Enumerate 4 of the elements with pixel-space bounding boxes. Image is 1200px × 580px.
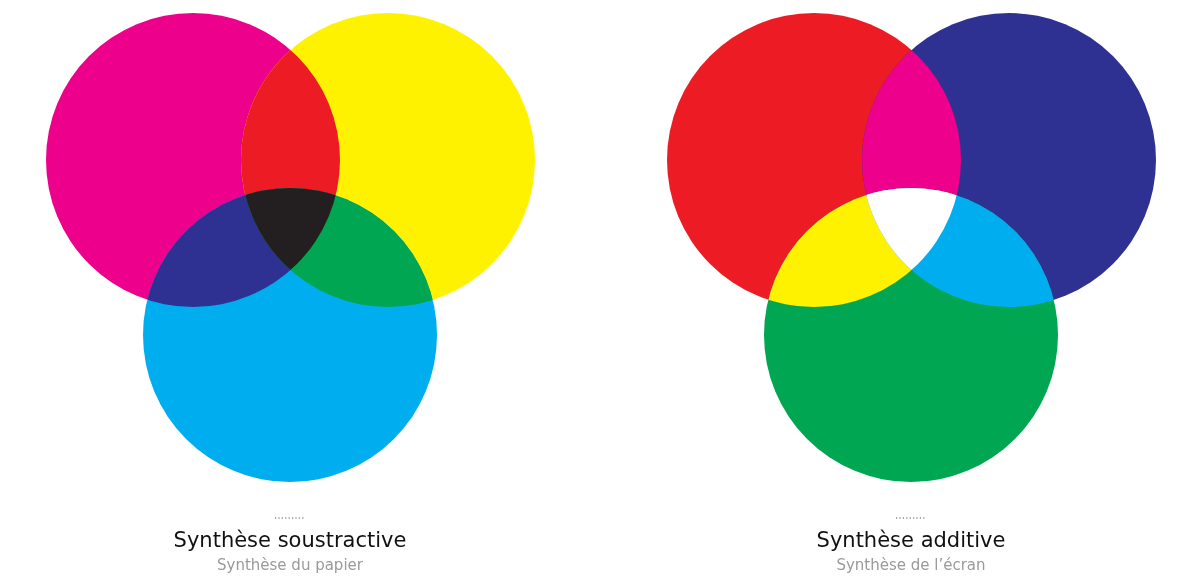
diagram-label: Synthèse soustractive — [173, 530, 407, 551]
diagram-label: Synthèse additive — [816, 530, 1006, 551]
diagram-sublabel: Synthèse de l’écran — [836, 558, 986, 573]
diagram-sublabel: Synthèse du papier — [217, 558, 363, 573]
